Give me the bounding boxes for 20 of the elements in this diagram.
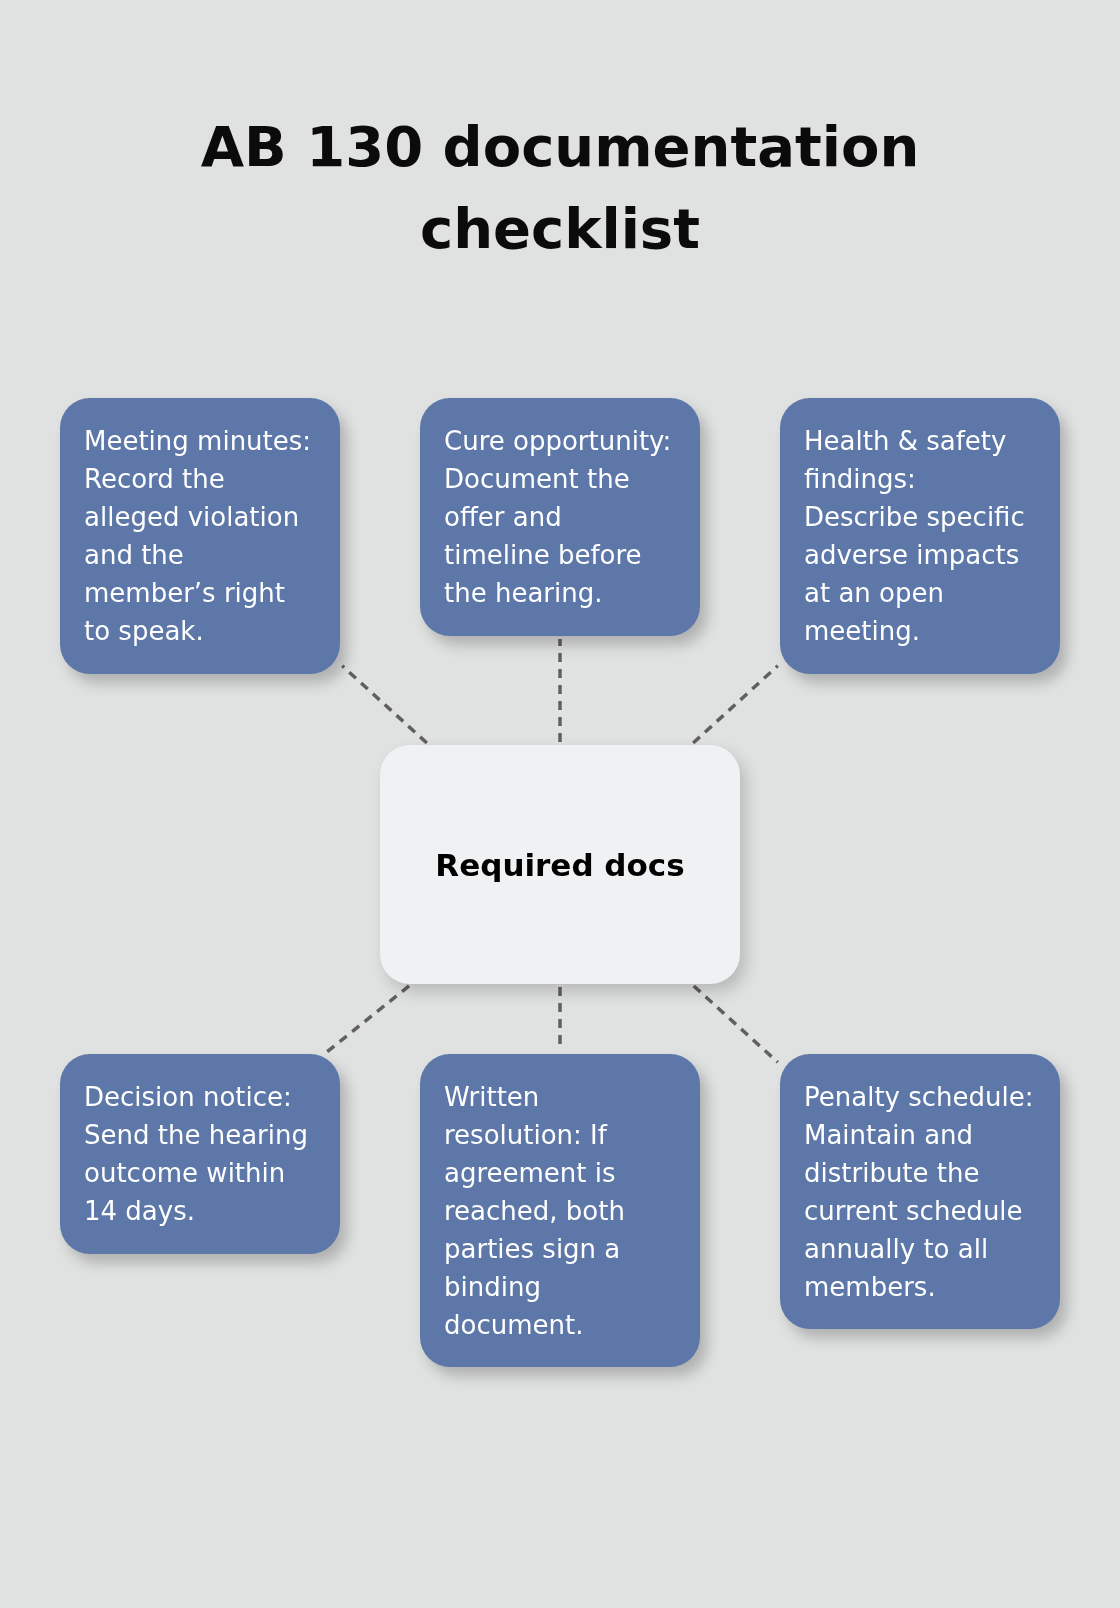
checklist-card	[60, 1054, 340, 1254]
hub-label: Required docs	[435, 845, 685, 885]
checklist-card	[780, 398, 1060, 674]
dashed-connector	[341, 664, 428, 745]
dashed-connector	[325, 984, 411, 1054]
card-text: Meeting minutes: Record the alleged violation and the member’s right to speak.	[84, 425, 313, 648]
card-text: Penalty schedule: Maintain and distribute the current schedule annually to all members.	[804, 1081, 1035, 1304]
checklist-card	[780, 1054, 1060, 1329]
checklist-card	[60, 398, 340, 674]
checklist-card	[420, 398, 700, 636]
dashed-connector	[692, 984, 779, 1064]
title: AB 130 documentation checklist	[199, 113, 921, 263]
hub-box	[380, 745, 740, 984]
card-text: Health & safety findings: Describe specific adverse impacts at an open meeting.	[804, 425, 1026, 648]
checklist-card	[420, 1054, 700, 1367]
card-text: Cure opportunity: Document the offer and timeline before the hearing.	[444, 425, 673, 610]
card-text: Written resolution: If agreement is reached, both parties sign a binding document.	[444, 1081, 626, 1342]
card-text: Decision notice: Send the hearing outcome within 14 days.	[84, 1081, 309, 1228]
dashed-connector	[558, 639, 562, 742]
dashed-connector	[692, 664, 779, 745]
